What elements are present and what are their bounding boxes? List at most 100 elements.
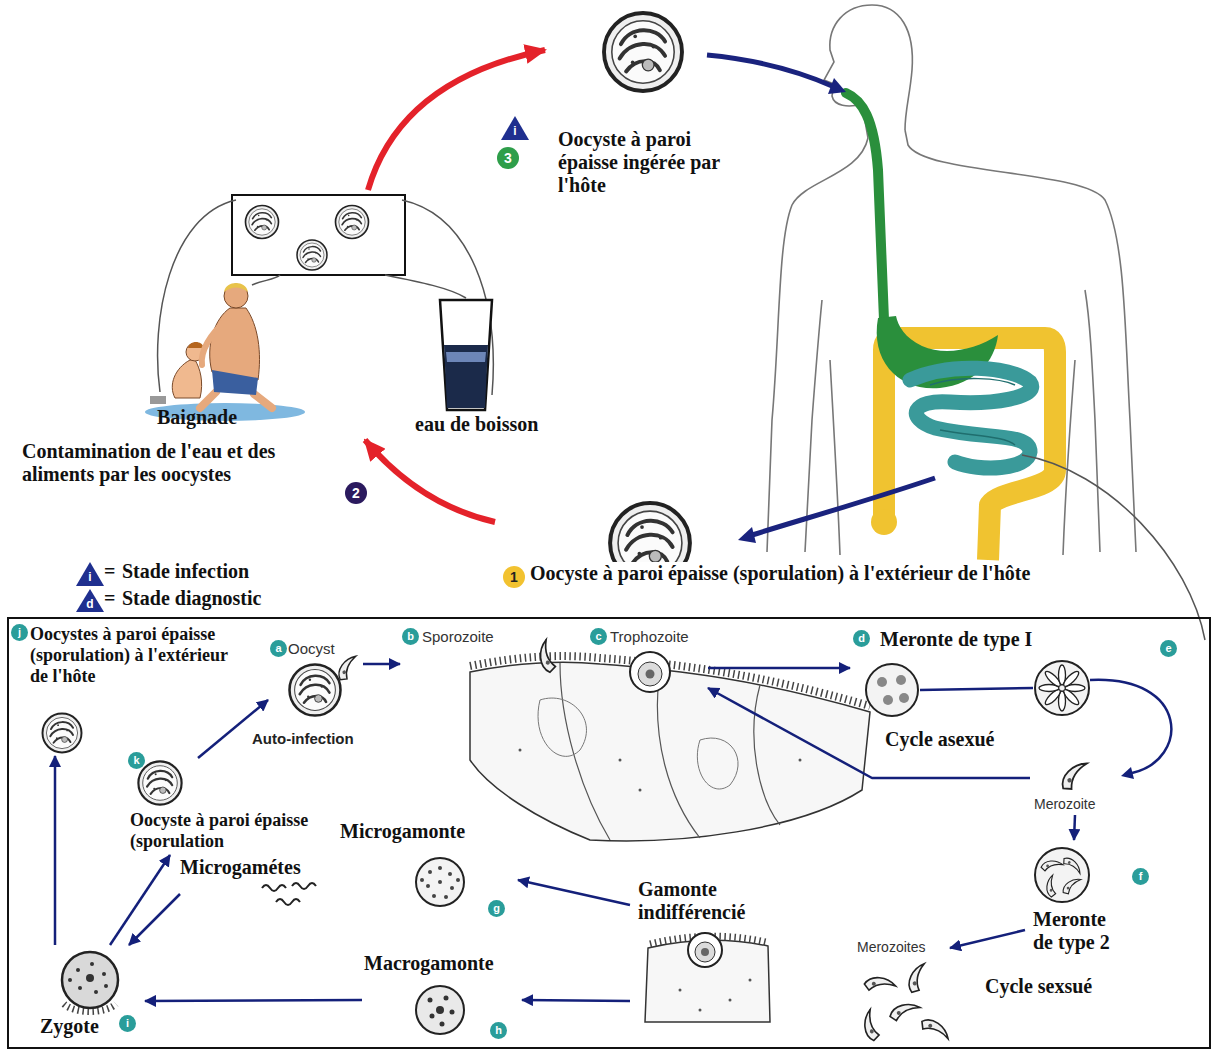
sporozoite-stage [535,639,563,673]
epithelial-cells [519,749,522,752]
epithelial-cells [560,663,780,840]
microgamont [420,878,424,882]
drinking-glass [444,345,488,408]
macrogamont [428,998,433,1003]
macrogamont [430,1014,435,1019]
microgamont [448,872,452,876]
cycle-stage: Oocyste à paroi épaisse (sporulation [128,758,328,855]
macrogamont [436,1006,444,1014]
macrogamont [450,1010,455,1015]
transmission-arrow [365,440,495,522]
microgamont [432,894,436,898]
macrogamont [428,996,455,1027]
microgamont [438,880,442,884]
contamination-box [232,195,405,275]
stage-label: Baignade [157,406,307,429]
drinking-glass [446,352,486,362]
swimmer-figure [224,283,248,292]
swimmer-figure [188,342,204,348]
meront-type-2 [1062,855,1081,878]
leader-line [252,275,280,285]
microgamont [428,870,432,874]
meront-type-1-mature [1035,661,1171,779]
zygote [102,972,106,976]
stage-label: Merozoite [1034,796,1118,812]
legend-equals: = [104,587,115,610]
cycle-stage: Merozoite [1030,760,1120,815]
stage-label: Merozoites [857,939,947,955]
meront-type-1-mature [1062,669,1081,688]
trophozoite-stage [638,662,662,686]
merozoite-stage [1057,762,1093,791]
meront-type-1 [896,675,906,685]
zygote [62,952,118,1012]
gamont-cell [645,933,770,1022]
meront-type-2 [1042,875,1063,898]
cycle-panel [8,618,1210,1048]
callout-number: i [119,1015,136,1032]
cycle-stage: Microgamétes [180,856,330,910]
oocyst-stage [138,761,181,804]
zygote [104,984,108,988]
swimmer-figure [172,360,201,398]
host-silhouette [1085,290,1100,552]
cycle-arrow [198,700,268,758]
microgametes [262,885,286,891]
digestive-tract [846,93,1055,560]
stage-label: Sporozoite [422,628,532,645]
leader-line [1022,455,1205,640]
microgamont [438,866,442,870]
merozoites-free [919,1014,949,1047]
macrogamont [440,1022,445,1027]
oocyst-ingested [604,13,682,91]
microgamont [416,858,464,906]
cycle-arrow [129,894,180,945]
gamont-cell [699,1009,702,1012]
stage-node: eau de boisson [412,250,634,442]
transmission-arrow [707,55,832,86]
stage-label: Microgamétes [180,856,330,879]
transmission-arrow [828,78,846,94]
host-silhouette [767,5,1136,555]
zygote [78,986,82,990]
microgametes [292,883,316,889]
stage-label: Oocyst [288,640,360,657]
contamination-box [246,206,279,239]
zygote [86,974,94,982]
gamont-cell [729,999,732,1002]
callout-number: g [488,900,505,917]
meront-type-2 [1061,879,1083,895]
meront-type-1-mature [1035,661,1089,715]
meront-type-1 [877,677,887,687]
swimmer-figure [212,370,258,395]
transmission-arrow [368,50,545,190]
meront-type-1-mature [1039,665,1085,711]
transmission-arrow [752,478,935,535]
stage-node: Oocyste à paroi épaisse (sporulation) à … [495,500,1075,612]
zygote [62,952,118,1008]
zygote [90,962,94,966]
stage-label: Macrogamonte [364,952,519,975]
callout-number: c [590,628,607,645]
cycle-arrow [518,880,630,905]
drinking-glass [440,300,492,410]
stage-label: eau de boisson [415,413,630,436]
cycle-arrow [708,688,1030,778]
leader-line [1022,455,1205,640]
zygote [94,990,98,994]
cycle-arrow [110,855,170,945]
sporozoite-stage [535,639,563,673]
cycle-arrow [950,930,1025,948]
leader-line [158,200,494,395]
epithelial-cells [639,789,642,792]
trophozoite-stage [630,652,670,692]
epithelial-cells [619,759,622,762]
stage-node: Baignade [145,190,410,440]
callout-number: f [1132,868,1149,885]
stage-label: Oocyste à paroi épaisse ingérée par l'hô… [558,128,733,197]
microgamont [416,858,464,906]
stage-label: Meronte de type I [880,628,1092,651]
cycle-panel [8,618,1210,1048]
meront-type-2 [1035,848,1089,902]
digestive-tract [930,379,1015,445]
